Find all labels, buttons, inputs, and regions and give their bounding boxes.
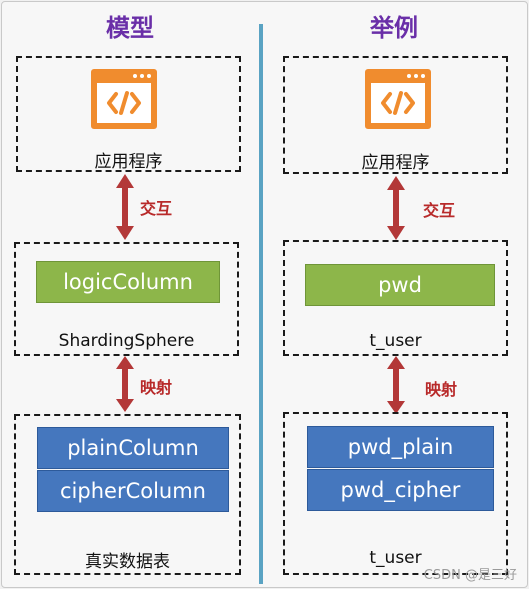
left-plain-column: plainColumn <box>37 427 229 469</box>
left-app-label: 应用程序 <box>94 152 163 172</box>
right-middleware-box: pwd t_user <box>283 240 508 356</box>
left-mapping-arrow <box>116 356 134 412</box>
watermark: CSDN @是三好 <box>423 568 517 583</box>
right-app-box: 应用程序 <box>283 56 508 174</box>
left-cipher-column: cipherColumn <box>37 470 229 512</box>
right-mapping-label: 映射 <box>425 380 458 399</box>
right-plain-column: pwd_plain <box>307 426 494 468</box>
right-logic-column: pwd <box>305 264 495 306</box>
left-table-box: plainColumn cipherColumn 真实数据表 <box>14 414 241 575</box>
left-logic-column: logicColumn <box>36 261 220 303</box>
center-divider <box>259 24 263 584</box>
application-icon <box>365 69 431 129</box>
left-app-box: 应用程序 <box>16 56 241 172</box>
right-table-box: pwd_plain pwd_cipher t_user <box>283 412 508 575</box>
left-middleware-label: ShardingSphere <box>58 331 195 351</box>
right-mapping-arrow <box>387 356 405 414</box>
left-middleware-box: logicColumn ShardingSphere <box>14 242 239 356</box>
left-mapping-label: 映射 <box>140 378 173 397</box>
right-interaction-label: 交互 <box>423 201 456 220</box>
left-interaction-arrow <box>116 174 134 240</box>
left-table-label: 真实数据表 <box>85 552 170 572</box>
right-cipher-column: pwd_cipher <box>307 469 494 511</box>
right-table-label: t_user <box>369 548 422 568</box>
left-interaction-label: 交互 <box>140 199 173 218</box>
application-icon <box>91 69 157 129</box>
left-column-title: 模型 <box>106 14 154 42</box>
right-column-title: 举例 <box>370 14 418 42</box>
right-app-label: 应用程序 <box>361 153 430 173</box>
right-middleware-label: t_user <box>369 331 422 351</box>
right-interaction-arrow <box>387 176 405 240</box>
